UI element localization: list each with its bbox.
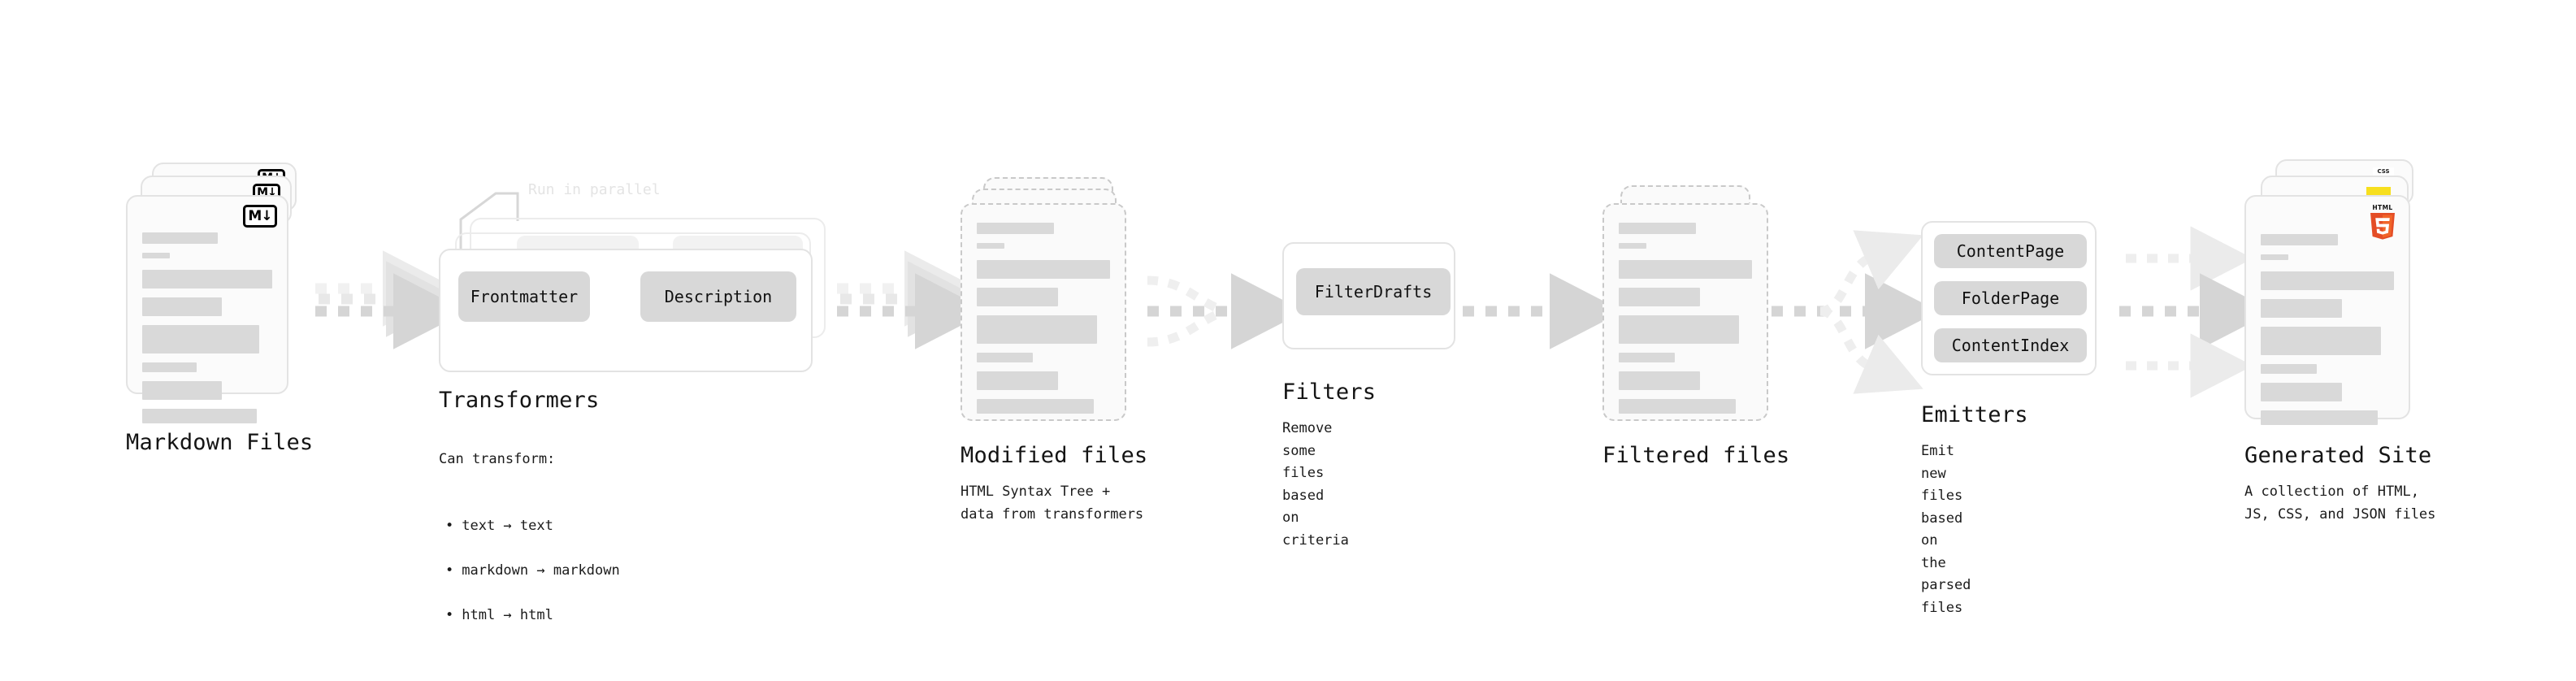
transformers-subtitle-lead: Can transform: xyxy=(439,450,556,467)
stage-title-transformers: Transformers xyxy=(439,388,600,413)
plugin-folderpage[interactable]: FolderPage xyxy=(1934,281,2087,315)
stage-modified-files: Modified files HTML Syntax Tree + data f… xyxy=(961,177,1147,523)
html5-icon-svg: HTML xyxy=(2370,204,2395,240)
plugin-filterdrafts[interactable]: FilterDrafts xyxy=(1296,268,1451,315)
transformers-bullet: text → text xyxy=(439,515,620,538)
skeleton-bar xyxy=(2261,364,2317,374)
plugin-contentpage[interactable]: ContentPage xyxy=(1934,234,2087,268)
html5-icon: HTML xyxy=(2368,203,2397,241)
skeleton-bar xyxy=(1619,260,1752,279)
stage-title-markdown-files: Markdown Files xyxy=(126,430,314,455)
emitters-box: ContentPage FolderPage ContentIndex xyxy=(1921,221,2097,375)
stage-title-filters: Filters xyxy=(1282,380,1377,405)
stage-title-generated-site: Generated Site xyxy=(2244,443,2432,468)
connector-markdown-to-transformers xyxy=(315,250,467,349)
skeleton-bar xyxy=(1619,243,1647,249)
modified-card-skeleton xyxy=(977,223,1110,423)
skeleton-bar xyxy=(1619,223,1697,234)
skeleton-bar xyxy=(977,371,1059,390)
skeleton-bar xyxy=(2261,254,2289,260)
skeleton-bar xyxy=(142,381,222,400)
transformers-bullet-list: text → text markdown → markdown html → h… xyxy=(439,493,620,650)
skeleton-bar xyxy=(142,325,259,354)
skeleton-bar xyxy=(1619,399,1737,414)
markdown-card-skeleton xyxy=(142,232,272,432)
markdown-file-stack: M↓ M↓ M↓ xyxy=(126,163,313,423)
skeleton-bar xyxy=(2261,327,2381,355)
skeleton-bar xyxy=(977,288,1059,306)
skeleton-bar xyxy=(977,315,1097,344)
stage-title-filtered-files: Filtered files xyxy=(1602,443,1790,468)
plugin-description[interactable]: Description xyxy=(640,271,796,322)
skeleton-bar xyxy=(977,243,1005,249)
svg-text:HTML: HTML xyxy=(2372,204,2392,211)
skeleton-bar xyxy=(977,260,1110,279)
skeleton-bar xyxy=(142,409,257,423)
emitters-subtitle: Emit new files based on the parsed files xyxy=(1921,443,1971,616)
skeleton-bar xyxy=(2261,271,2394,290)
filtered-card-front xyxy=(1602,203,1768,421)
skeleton-bar xyxy=(142,253,170,258)
skeleton-bar xyxy=(2261,234,2339,245)
skeleton-bar xyxy=(2261,299,2343,318)
filters-subtitle: Remove some files based on criteria xyxy=(1282,420,1349,549)
skeleton-bar xyxy=(1619,353,1675,362)
skeleton-bar xyxy=(1619,371,1701,390)
skeleton-bar xyxy=(142,362,197,372)
transformers-bullet: markdown → markdown xyxy=(439,560,619,583)
connector-modified-to-filters xyxy=(1147,273,1305,349)
skeleton-bar xyxy=(2261,383,2343,401)
generated-site-subtitle: A collection of HTML, JS, CSS, and JSON … xyxy=(2244,484,2436,523)
filters-box: FilterDrafts xyxy=(1282,242,1455,349)
filtered-file-stack xyxy=(1602,177,1789,437)
skeleton-bar xyxy=(142,270,272,288)
modified-file-stack xyxy=(961,177,1147,437)
skeleton-bar xyxy=(142,297,222,316)
stage-generated-site: CSS HTML xyxy=(2244,159,2448,523)
skeleton-bar xyxy=(977,399,1095,414)
transformers-subtitle: Can transform: text → text markdown → ma… xyxy=(439,426,620,672)
generated-card-skeleton xyxy=(2261,234,2394,434)
skeleton-bar xyxy=(977,223,1055,234)
connector-transformers-to-modified xyxy=(837,250,989,349)
stage-title-modified-files: Modified files xyxy=(961,443,1148,468)
skeleton-bar xyxy=(142,232,218,244)
markdown-card-front: M↓ xyxy=(126,195,288,423)
transformers-box: Frontmatter Description xyxy=(439,249,813,372)
modified-card-front xyxy=(961,203,1126,421)
transformers-bullet: html → html xyxy=(439,605,620,627)
connector-emitters-to-site xyxy=(2119,226,2274,398)
skeleton-bar xyxy=(977,353,1033,362)
skeleton-bar xyxy=(2261,410,2379,425)
stage-markdown-files: M↓ M↓ M↓ Markdown Fi xyxy=(126,163,313,454)
skeleton-bar xyxy=(1619,315,1739,344)
plugin-contentindex[interactable]: ContentIndex xyxy=(1934,328,2087,362)
stage-title-emitters: Emitters xyxy=(1921,402,2028,427)
modified-files-subtitle: HTML Syntax Tree + data from transformer… xyxy=(961,484,1144,523)
skeleton-bar xyxy=(1619,288,1701,306)
markdown-icon: M↓ xyxy=(243,205,277,228)
plugin-frontmatter[interactable]: Frontmatter xyxy=(458,271,590,322)
run-in-parallel-label: Run in parallel xyxy=(528,181,661,198)
generated-card-html: HTML xyxy=(2244,195,2410,425)
filtered-card-skeleton xyxy=(1619,223,1752,423)
stage-filtered-files: Filtered files xyxy=(1602,177,1789,467)
generated-file-stack: CSS HTML xyxy=(2244,159,2448,427)
